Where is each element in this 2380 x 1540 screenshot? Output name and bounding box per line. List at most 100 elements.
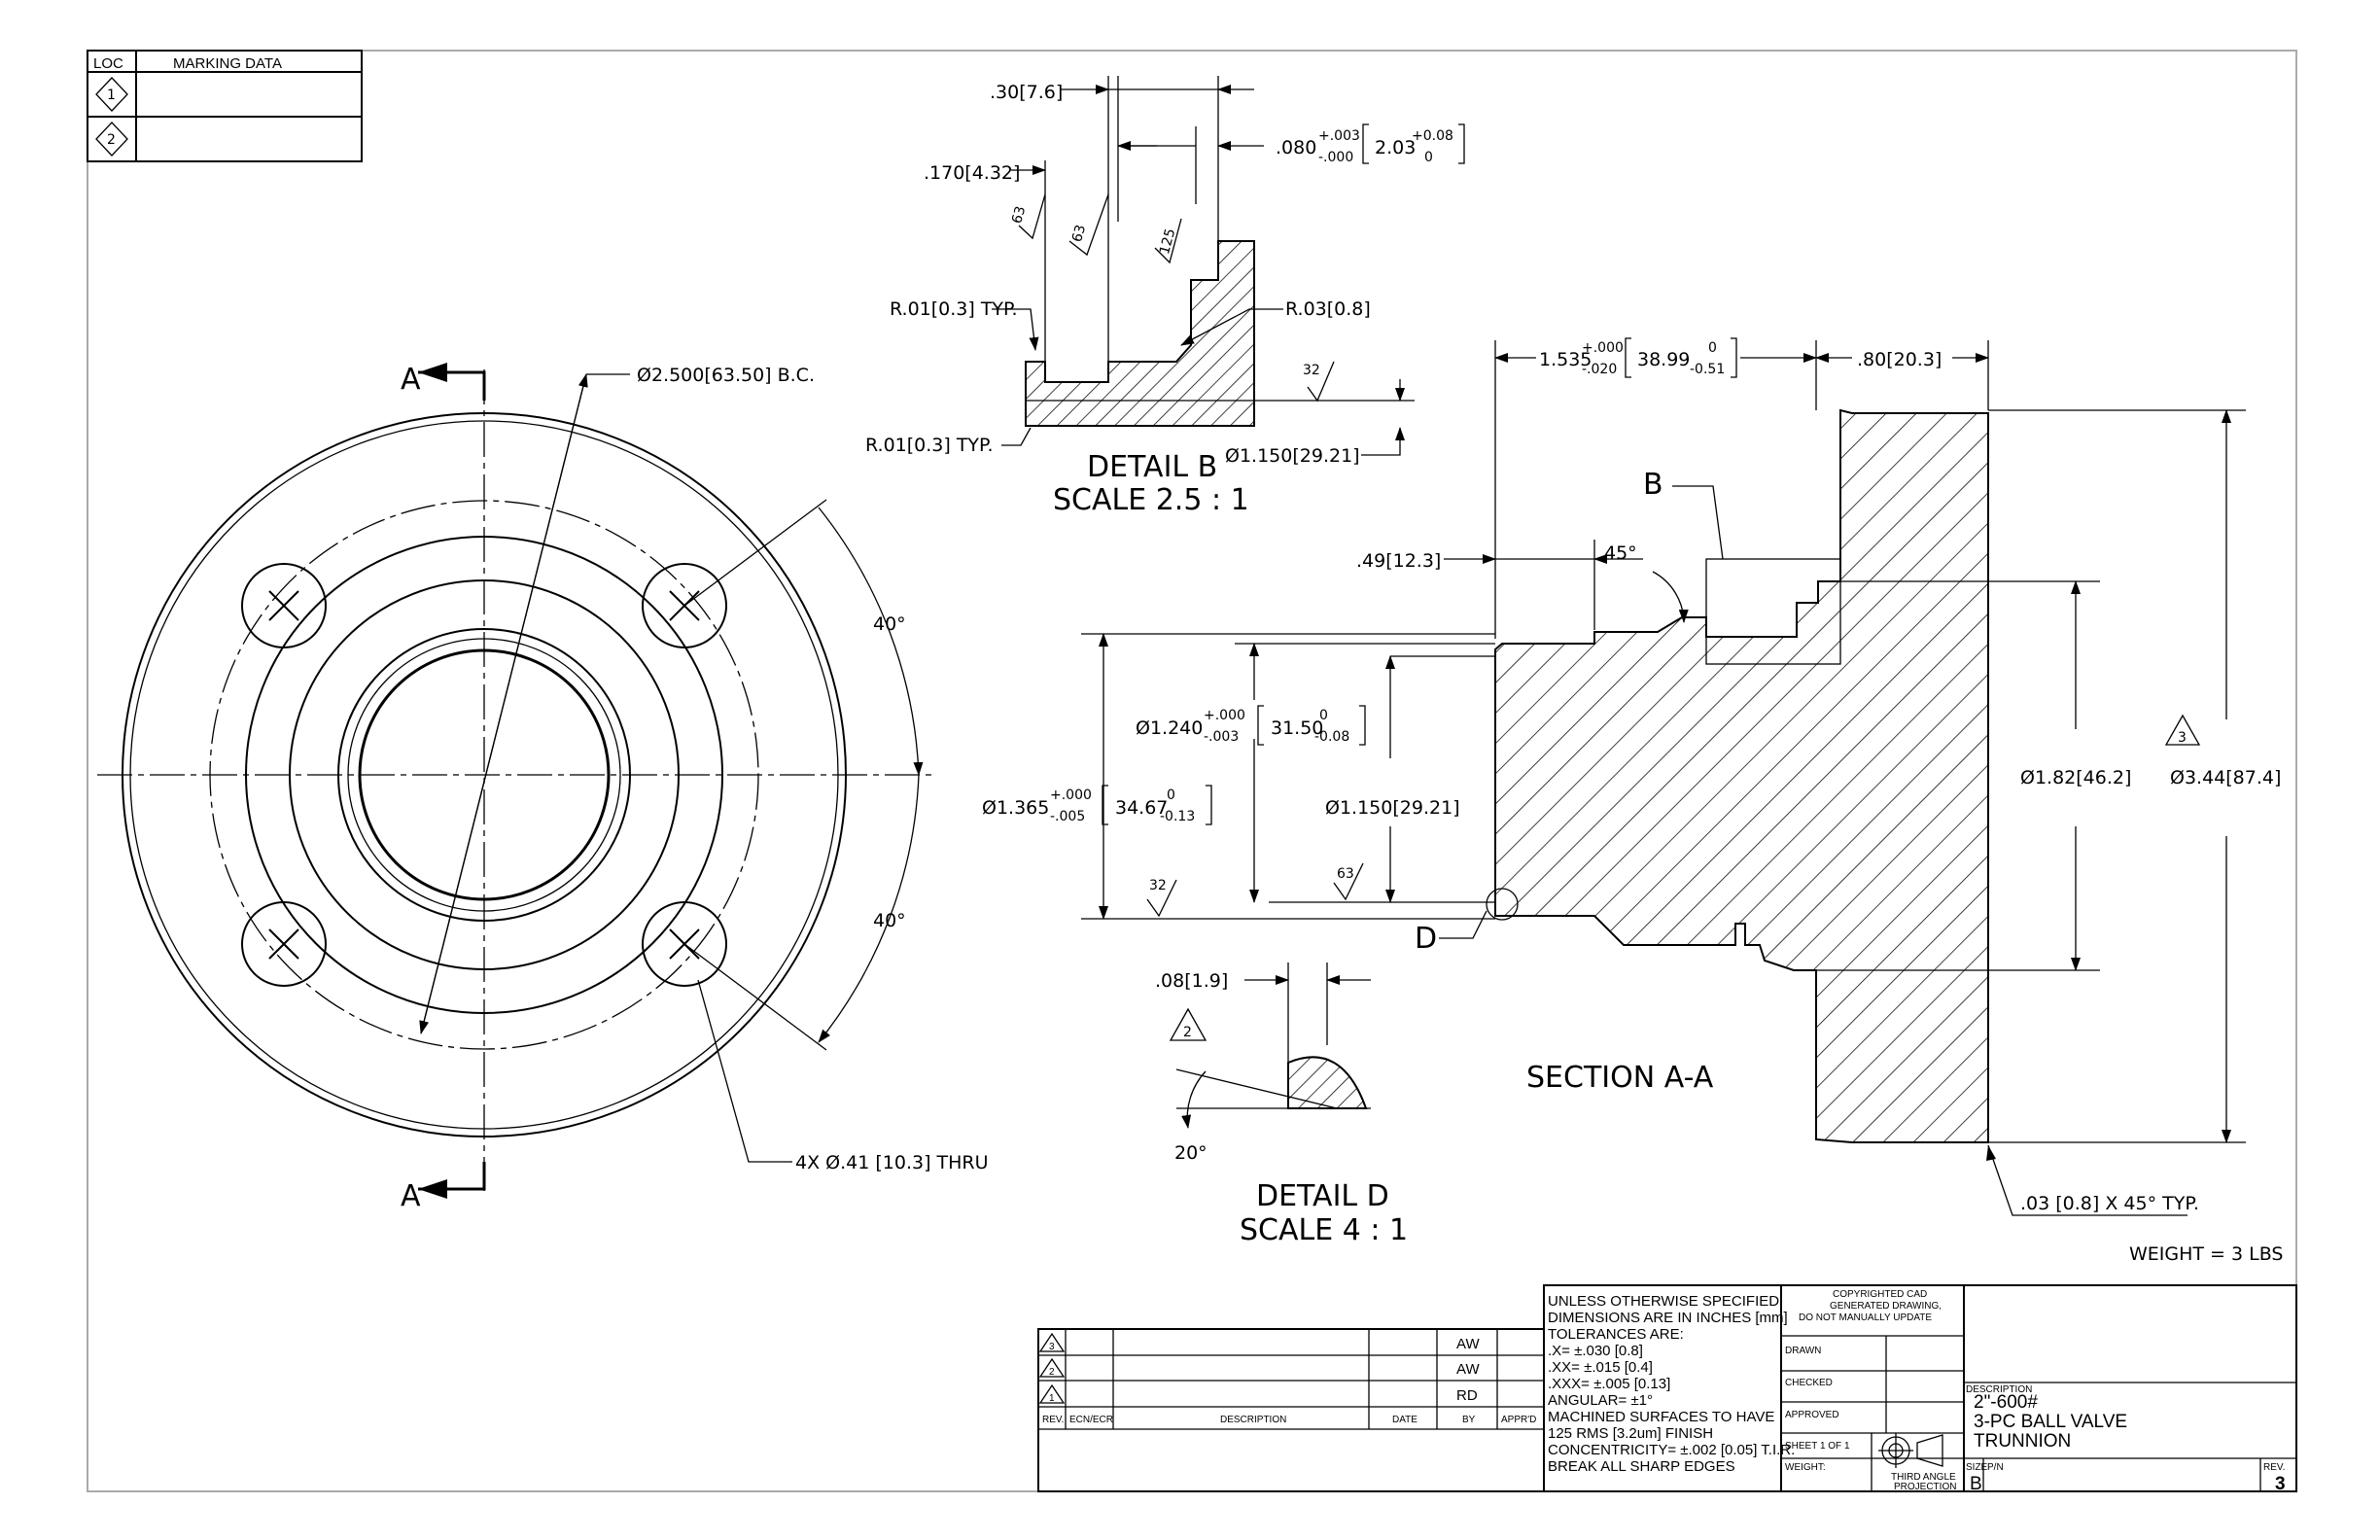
finish-symbol: 32 [1146, 878, 1177, 918]
detail-d-title: DETAIL D [1256, 1179, 1389, 1213]
description-line: 3-PC BALL VALVE [1974, 1412, 2127, 1432]
weight-label: WEIGHT: [1785, 1462, 1826, 1473]
bolt-circle-dim: Ø2.500[63.50] B.C. [637, 365, 815, 386]
svg-text:0: 0 [1424, 150, 1433, 165]
svg-text:0: 0 [1167, 788, 1175, 803]
marking-header-data: MARKING DATA [173, 55, 282, 72]
general-notes: UNLESS OTHERWISE SPECIFIED DIMENSIONS AR… [1543, 1284, 1795, 1492]
size-label: SIZE [1966, 1462, 1988, 1473]
size-value: B [1970, 1474, 1982, 1494]
svg-text:125: 125 [1157, 227, 1178, 256]
svg-text:-.003: -.003 [1204, 729, 1239, 745]
weight-note: WEIGHT = 3 LBS [2129, 1243, 2284, 1265]
section-dim-080: .80[20.3] [1857, 349, 1942, 370]
svg-text:-.005: -.005 [1050, 809, 1085, 824]
section-dia-1365: Ø1.365 [982, 797, 1049, 819]
note-line: ANGULAR= ±1° [1548, 1392, 1653, 1409]
section-a-a: D B 1.535 +.000 -.020 38.99 0 -0.51 .80[… [982, 337, 2281, 1216]
approved-label: APPROVED [1785, 1410, 1839, 1420]
detail-d-dim-008: .08[1.9] [1155, 970, 1228, 992]
projection-label: PROJECTION [1894, 1482, 1956, 1492]
finish-symbol: 32 [1303, 361, 1335, 402]
svg-text:2: 2 [1183, 1025, 1192, 1040]
svg-text:REV.: REV. [1042, 1415, 1064, 1425]
detail-b-radius-top: R.01[0.3] TYP. [890, 298, 1018, 320]
svg-text:1: 1 [107, 88, 116, 103]
svg-text:32: 32 [1303, 363, 1320, 378]
detail-d-callout: D [1415, 922, 1437, 956]
section-dia-1240: Ø1.240 [1136, 718, 1203, 739]
description-label: DESCRIPTION [1966, 1384, 2032, 1395]
note-line: CONCENTRICITY= ±.002 [0.05] T.I.R. [1548, 1442, 1795, 1458]
svg-text:BY: BY [1462, 1415, 1476, 1425]
finish-symbol: 63 [1009, 193, 1046, 240]
svg-text:APPR'D: APPR'D [1501, 1415, 1536, 1425]
detail-d: .08[1.9] 2 20° DETAIL D SCALE 4 : 1 [1155, 962, 1408, 1247]
finish-symbol: 63 [1333, 862, 1364, 901]
svg-text:-.020: -.020 [1582, 362, 1617, 377]
detail-b-dim-030: .30[7.6] [990, 82, 1063, 103]
marking-header-loc: LOC [93, 55, 123, 72]
svg-text:-0.13: -0.13 [1160, 809, 1195, 824]
description-line: 2"-600# [1974, 1392, 2038, 1413]
rev-label: REV. [2263, 1462, 2285, 1473]
rev-flag-1: 1 [1038, 1383, 1066, 1404]
note-line: BREAK ALL SHARP EDGES [1548, 1458, 1735, 1475]
drawn-label: DRAWN [1785, 1346, 1821, 1356]
note-line: .X= ±.030 [0.8] [1548, 1343, 1643, 1359]
svg-text:+.003: +.003 [1318, 128, 1360, 144]
svg-text:+.000: +.000 [1204, 708, 1245, 723]
finish-symbol: 63 [1068, 193, 1109, 257]
detail-b-radius-03: R.03[0.8] [1285, 298, 1371, 320]
angle-40-top: 40° [873, 613, 906, 635]
svg-text:2: 2 [1049, 1367, 1055, 1378]
marking-row-1-flag: 1 [95, 77, 128, 112]
detail-b-callout: B [1643, 468, 1663, 502]
rev-row-by: AW [1456, 1336, 1480, 1352]
front-view: A A Ø2.500[63.50] B.C. 40° 40° 4X Ø.41 [… [97, 363, 989, 1213]
copyright-line: GENERATED DRAWING, [1830, 1301, 1942, 1312]
svg-text:0: 0 [1319, 708, 1328, 723]
detail-b: .30[7.6] .170[4.32] .080 +.003 -.000 2.0… [865, 76, 1465, 517]
projection-label: THIRD ANGLE [1891, 1472, 1956, 1483]
detail-b-dim-170: .170[4.32] [924, 162, 1020, 184]
detail-b-scale: SCALE 2.5 : 1 [1053, 483, 1249, 517]
sheet-label: SHEET 1 OF 1 [1785, 1441, 1850, 1452]
section-chamfer-note: .03 [0.8] X 45° TYP. [2020, 1193, 2199, 1214]
note-line: UNLESS OTHERWISE SPECIFIED [1548, 1293, 1779, 1310]
third-angle-projection-icon [1878, 1433, 1943, 1468]
svg-text:ECN/ECR: ECN/ECR [1069, 1415, 1113, 1425]
detail-d-angle: 20° [1174, 1142, 1208, 1164]
svg-text:+.000: +.000 [1582, 340, 1624, 356]
rev-flag-3: 3 [1038, 1332, 1066, 1352]
note-line: TOLERANCES ARE: [1548, 1326, 1684, 1343]
svg-text:63: 63 [1337, 866, 1354, 882]
note-line: DIMENSIONS ARE IN INCHES [mm] [1548, 1310, 1788, 1326]
svg-text:2: 2 [107, 132, 116, 148]
detail-b-title: DETAIL B [1087, 450, 1217, 484]
svg-text:3: 3 [2178, 730, 2187, 746]
svg-text:+0.08: +0.08 [1412, 128, 1453, 144]
note-line: .XXX= ±.005 [0.13] [1548, 1376, 1670, 1392]
bolt-hole [241, 901, 327, 987]
angle-40-bottom: 40° [873, 910, 906, 931]
pn-label: P/N [1987, 1462, 2004, 1473]
detail-b-callout-box [1705, 558, 1841, 665]
rev-value: 3 [2275, 1474, 2286, 1494]
svg-text:34.67: 34.67 [1115, 797, 1168, 819]
revision-table: 3 2 1 AW AW RD REV. ECN/ECR DESCRIPTION … [1037, 1328, 1545, 1492]
section-dim-049: .49[12.3] [1356, 550, 1441, 572]
section-chamfer-angle: 45° [1604, 542, 1637, 564]
note-line: MACHINED SURFACES TO HAVE [1548, 1409, 1774, 1425]
bolt-hole [241, 563, 327, 648]
section-title: SECTION A-A [1526, 1061, 1714, 1095]
note-line: 125 RMS [3.2um] FINISH [1548, 1425, 1713, 1442]
svg-text:-0.08: -0.08 [1314, 729, 1349, 745]
svg-text:0: 0 [1708, 340, 1717, 356]
section-dia-344: Ø3.44[87.4] [2170, 767, 2281, 788]
section-dia-1150: Ø1.150[29.21] [1325, 797, 1460, 819]
description-line: TRUNNION [1974, 1431, 2071, 1452]
detail-b-dim-080: .080 [1276, 137, 1316, 158]
svg-text:-0.51: -0.51 [1690, 362, 1725, 377]
